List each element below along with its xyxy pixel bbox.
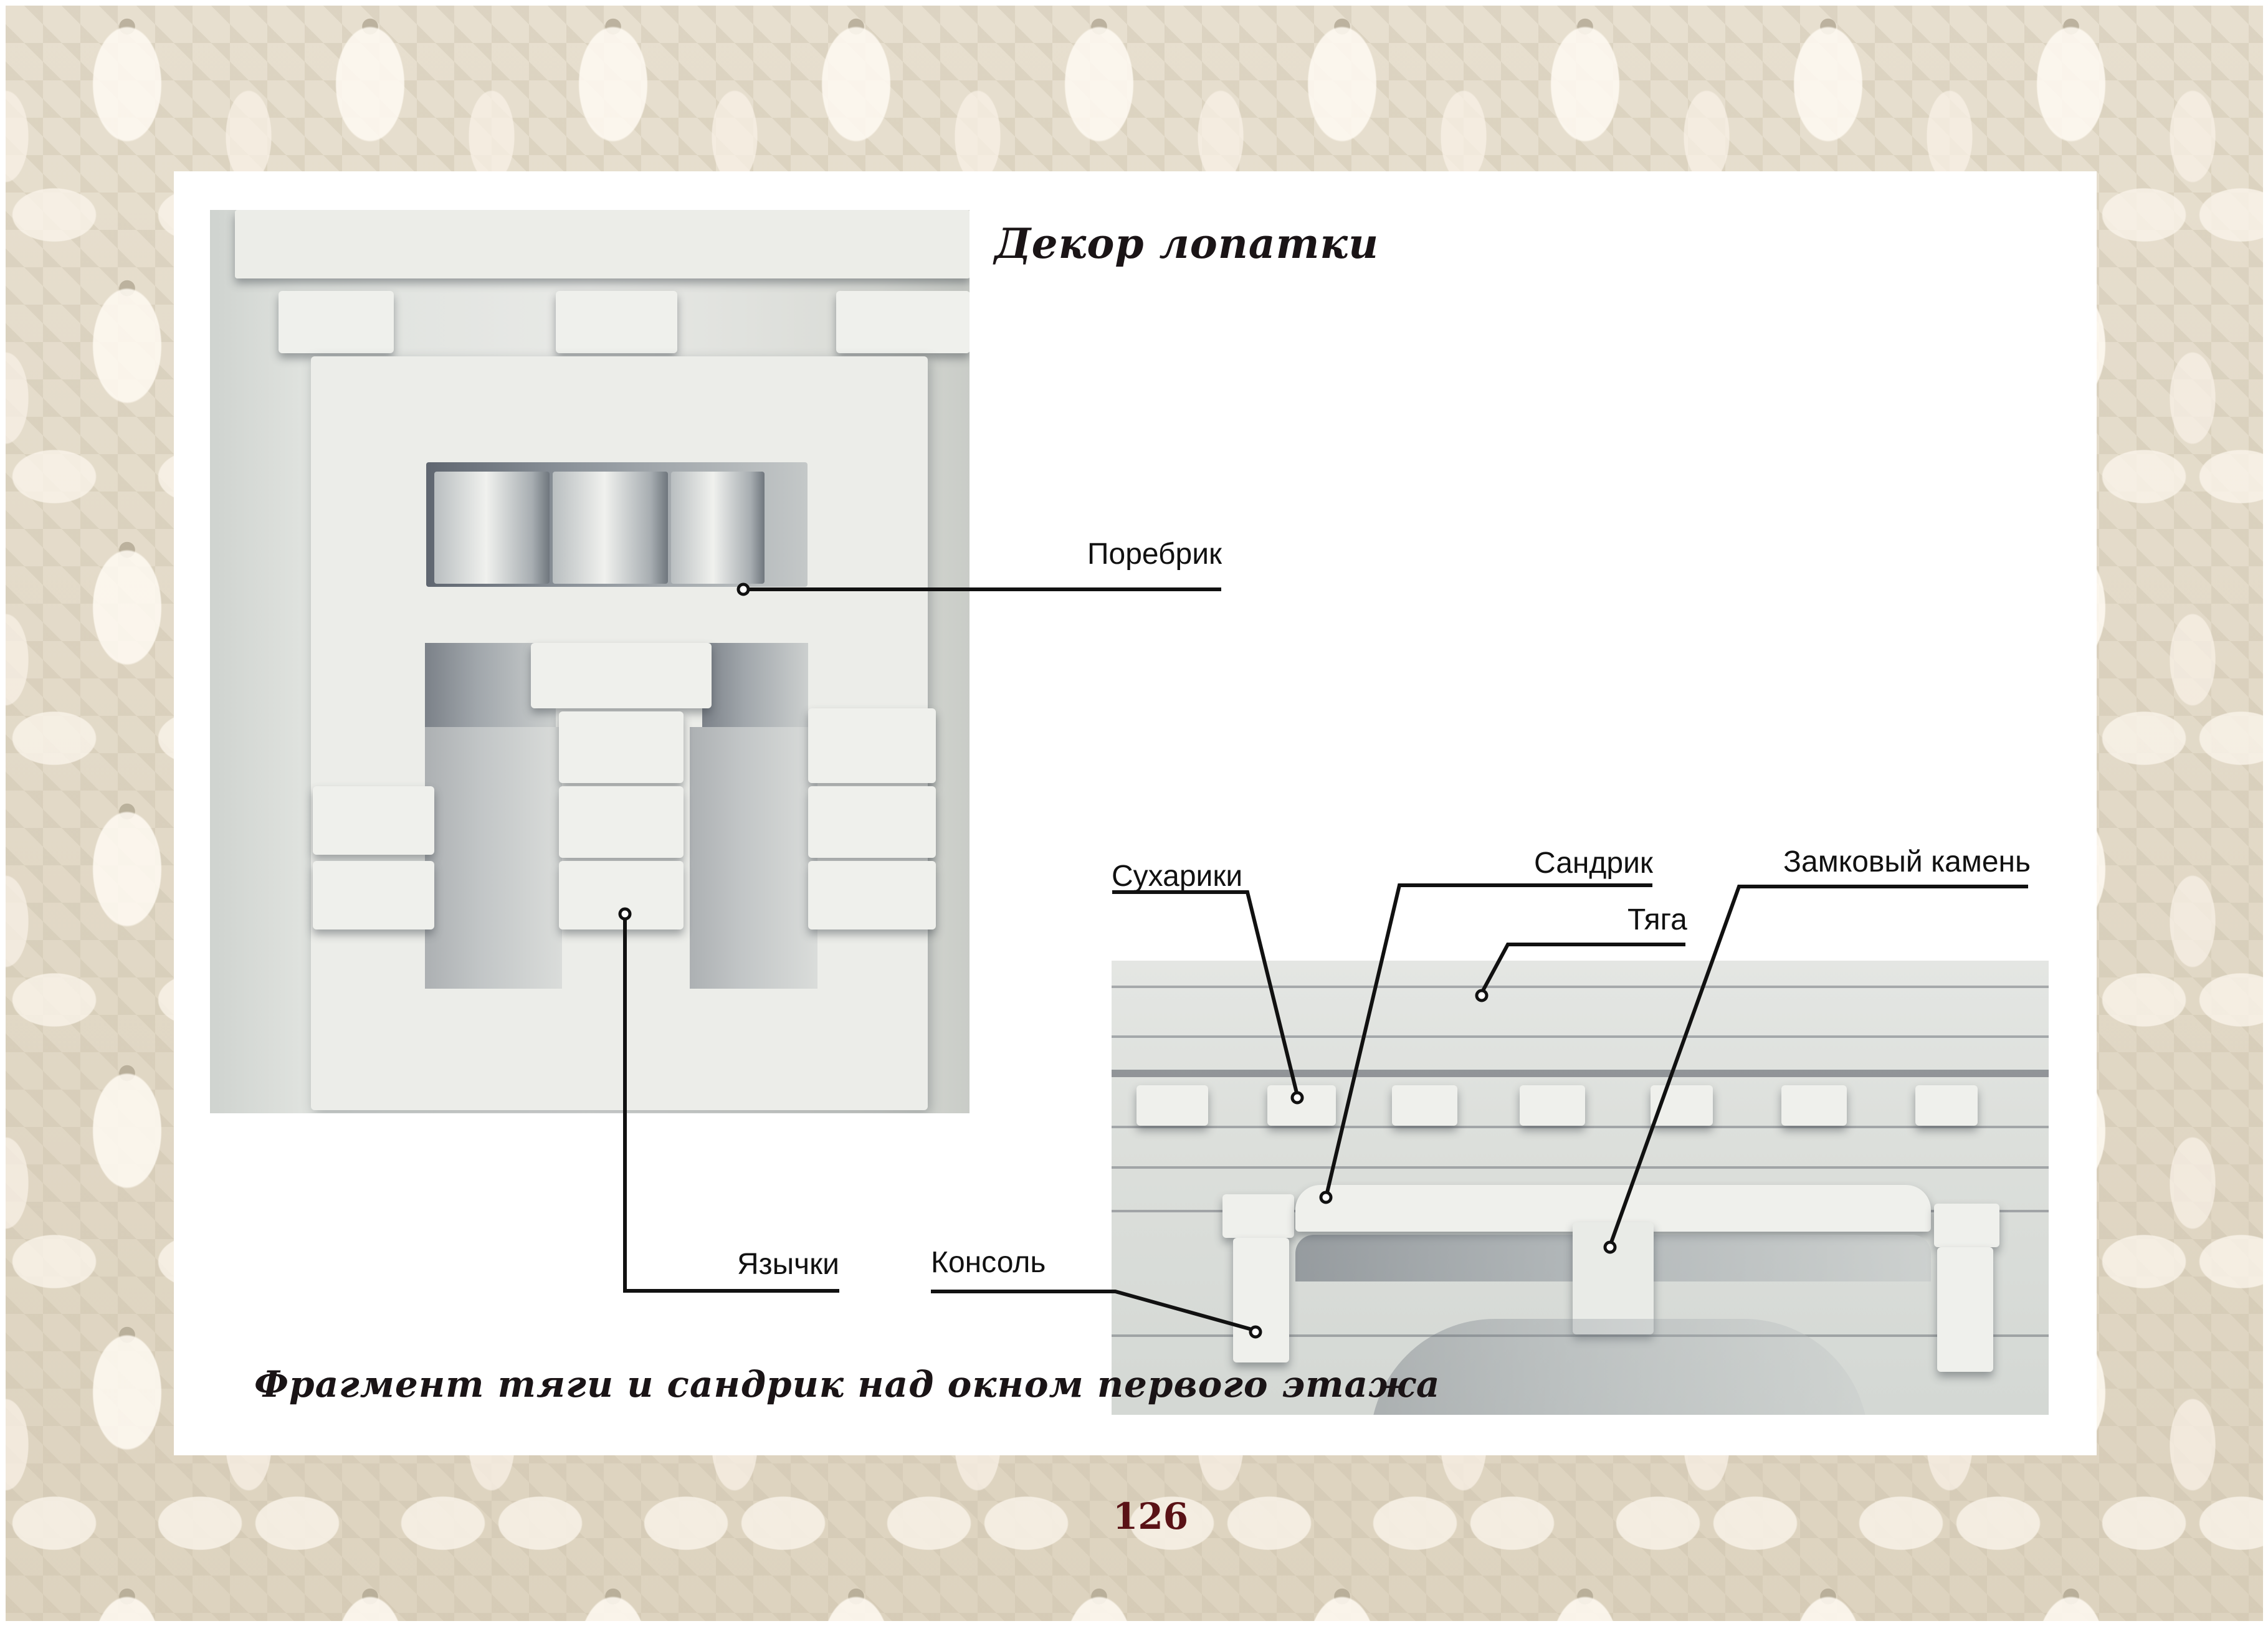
label-tyaga: Тяга <box>1627 903 1687 936</box>
sandrik-end-block <box>1934 1204 1999 1247</box>
mortar-line <box>1112 1166 2049 1169</box>
tongue-block <box>808 786 936 858</box>
sandrik-end-block <box>1222 1194 1294 1238</box>
page-number: 126 <box>1113 1495 1189 1538</box>
tongue-block <box>559 861 684 929</box>
dentil-block <box>836 291 970 353</box>
dentil-block <box>1136 1085 1208 1126</box>
label-zamkovyi-kamen: Замковый камень <box>1783 845 2031 878</box>
dentil-block <box>1651 1085 1713 1126</box>
dentil-block <box>1392 1085 1457 1126</box>
label-sandrik: Сандрик <box>1534 847 1653 880</box>
dentil-block <box>1267 1085 1336 1126</box>
console-left <box>1233 1238 1289 1362</box>
tongue-block <box>531 643 712 708</box>
dentil-block <box>279 291 394 353</box>
cornice-sandrik-photo <box>1112 961 2049 1415</box>
recess <box>425 727 562 989</box>
porebrik-flute <box>553 472 668 584</box>
dentil-block <box>1781 1085 1847 1126</box>
section-title-pilaster: Декор лопатки <box>994 219 1379 268</box>
recess <box>690 727 817 989</box>
porebrik-flute <box>671 472 765 584</box>
label-sukhariki: Сухарики <box>1112 860 1243 893</box>
dentil-block <box>1915 1085 1978 1126</box>
tongue-block <box>559 711 684 783</box>
porebrik-flute <box>434 472 550 584</box>
tongue-block <box>808 708 936 783</box>
tongue-block <box>559 786 684 858</box>
recess <box>702 643 808 727</box>
dentil-block <box>1520 1085 1585 1126</box>
mortar-line <box>1112 1035 2049 1038</box>
tongue-block <box>313 786 434 855</box>
label-konsol: Консоль <box>931 1246 1046 1279</box>
section-title-sandrik: Фрагмент тяги и сандрик над окном первог… <box>254 1363 1441 1405</box>
console-right <box>1937 1247 1993 1372</box>
cornice-slab <box>235 210 970 278</box>
tyaga-band <box>1112 1070 2049 1077</box>
tongue-block <box>313 861 434 929</box>
mortar-line <box>1112 1126 2049 1128</box>
dentil-block <box>556 291 677 353</box>
keystone <box>1573 1222 1654 1334</box>
pilaster-decor-photo <box>210 210 970 1113</box>
window-arch <box>1370 1319 1869 1415</box>
mortar-line <box>1112 1334 2049 1337</box>
label-yazychki: Язычки <box>737 1248 839 1281</box>
tongue-block <box>808 861 936 929</box>
mortar-line <box>1112 986 2049 988</box>
label-porebrik: Поребрик <box>1087 538 1222 571</box>
